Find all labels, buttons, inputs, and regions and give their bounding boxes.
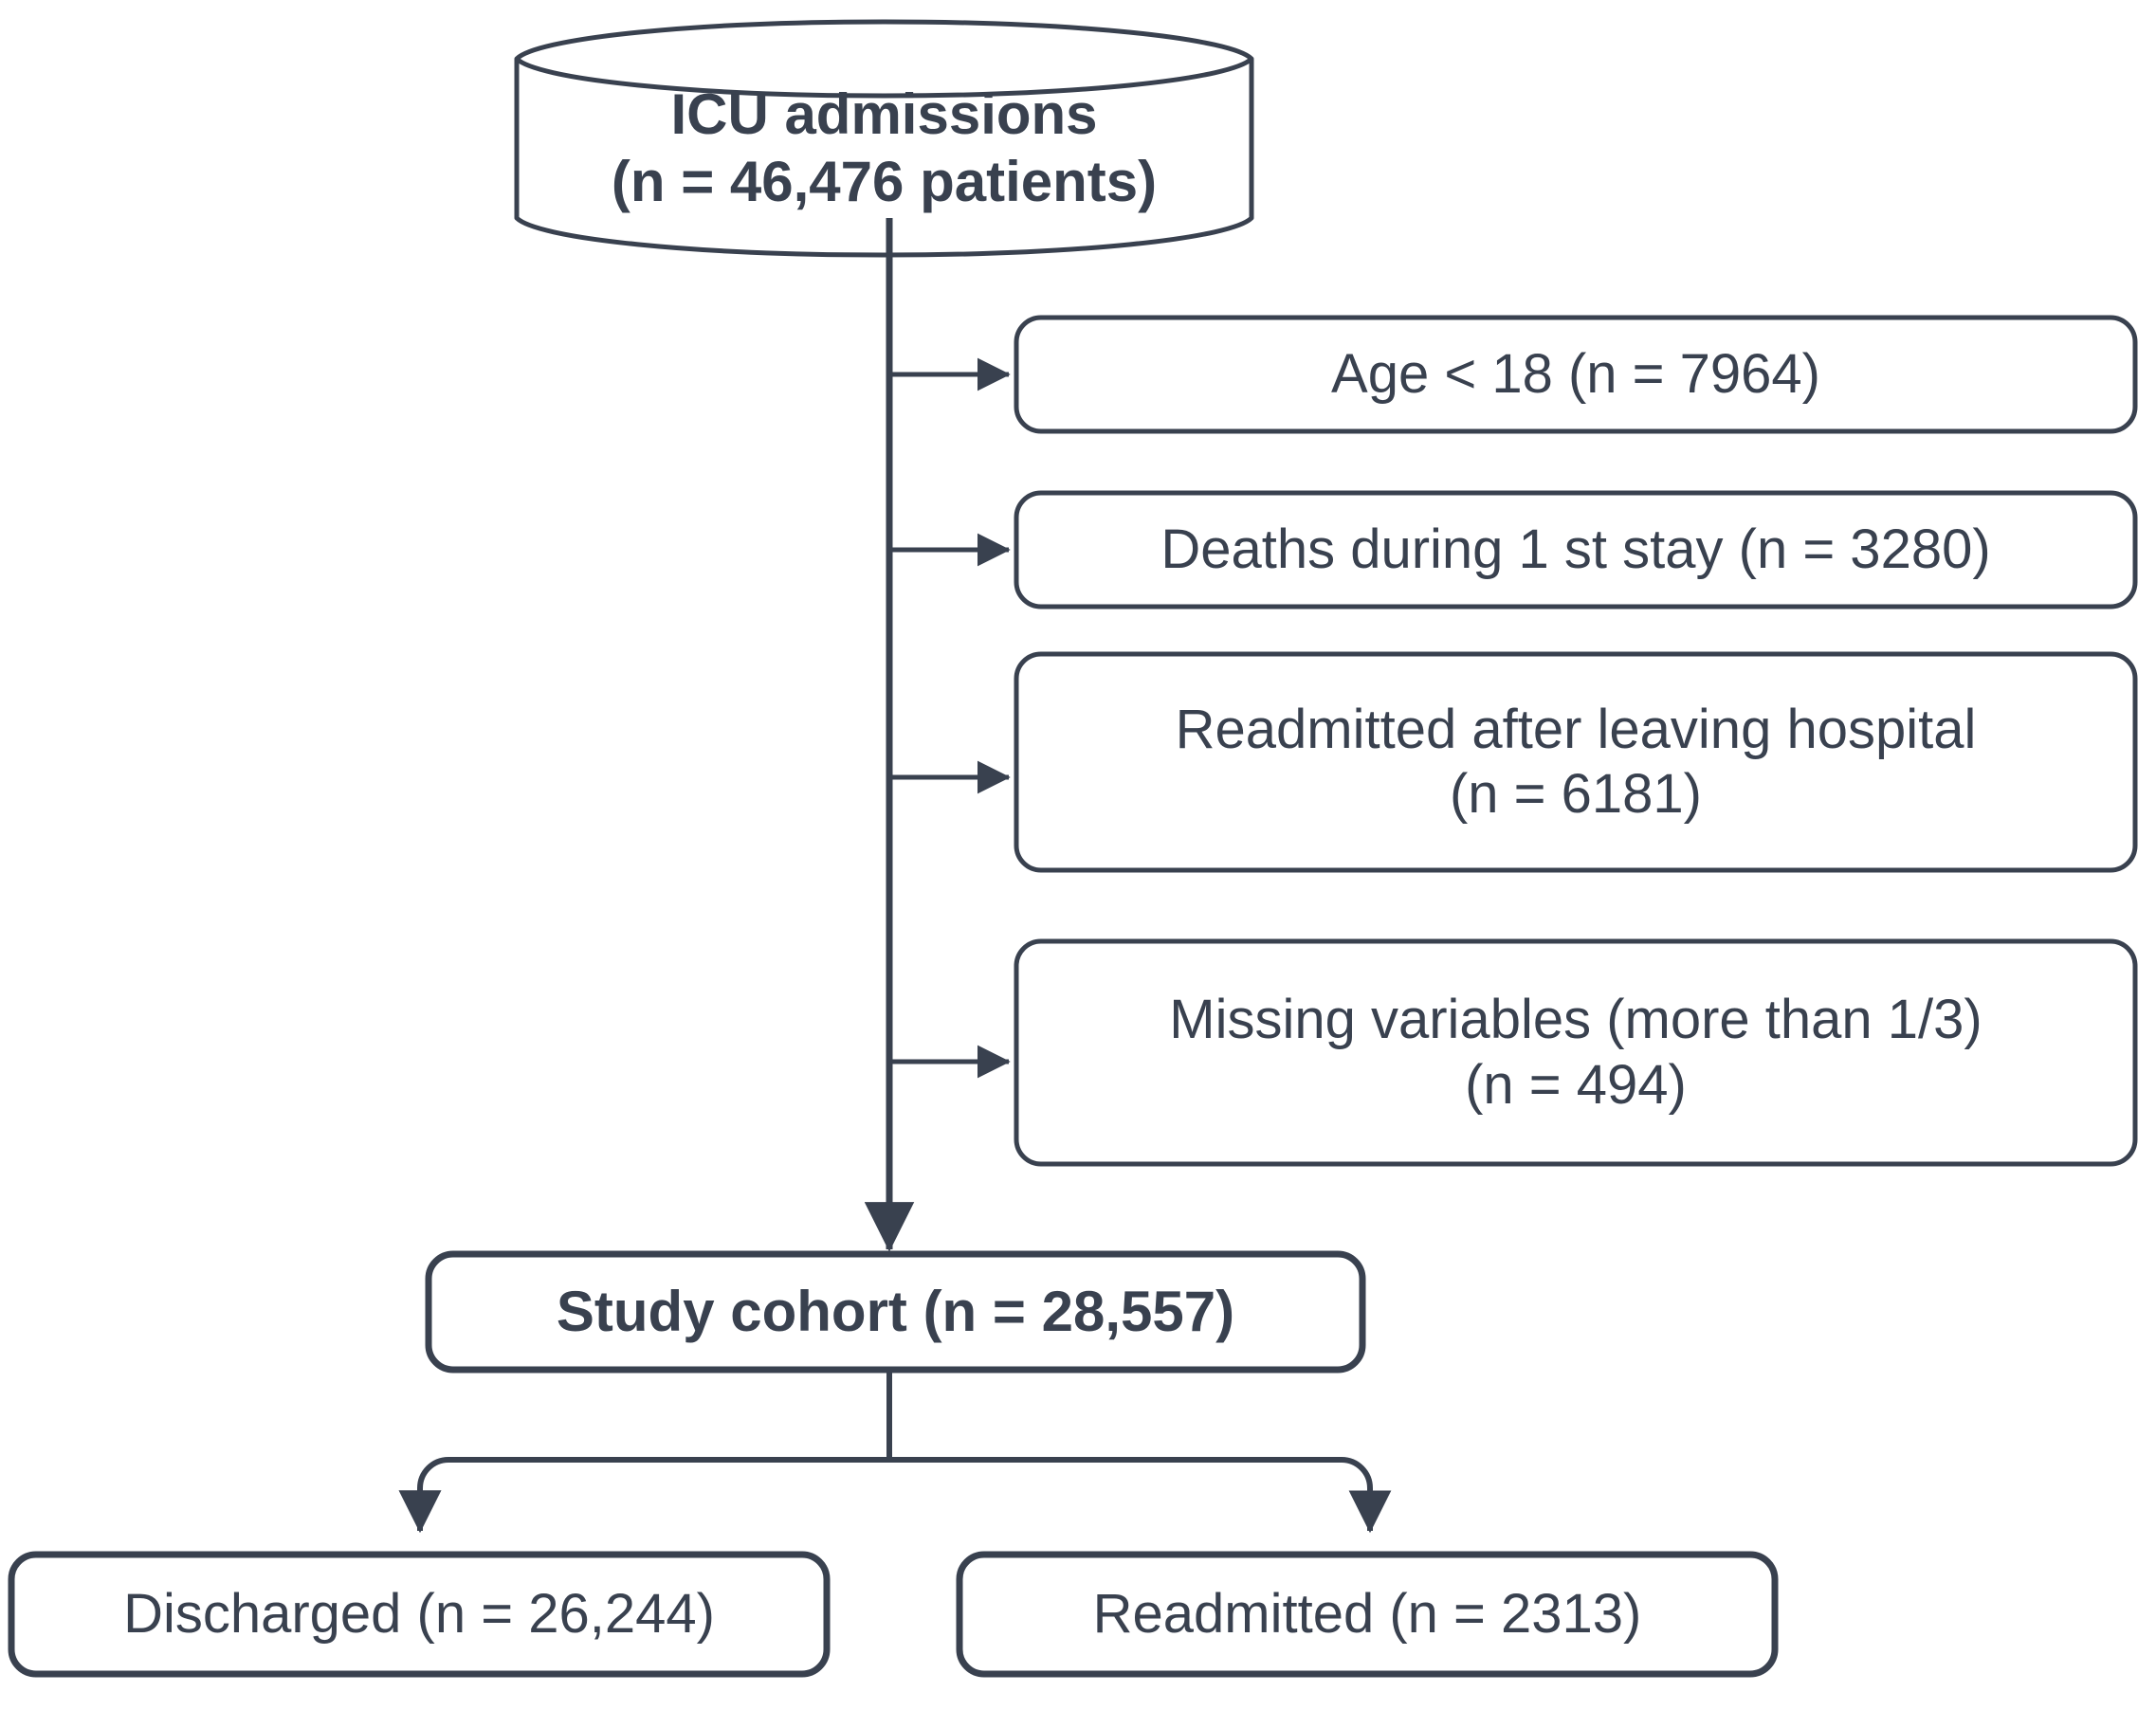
- node-discharged-shape: [8, 1551, 831, 1678]
- node-age-under-18-shape: [1014, 315, 2138, 434]
- node-deaths-first-stay-shape: [1014, 490, 2138, 609]
- node-readmitted-shape: [956, 1551, 1779, 1678]
- node-readmitted-after-leaving-hospital-shape: [1014, 651, 2138, 873]
- node-study-cohort-shape: [425, 1250, 1366, 1373]
- arrow-to-readmitted: [886, 1450, 1392, 1534]
- node-missing-variables-shape: [1014, 938, 2138, 1167]
- arrow-to-discharged: [398, 1450, 892, 1534]
- node-icu-admissions-shape: [514, 19, 1254, 258]
